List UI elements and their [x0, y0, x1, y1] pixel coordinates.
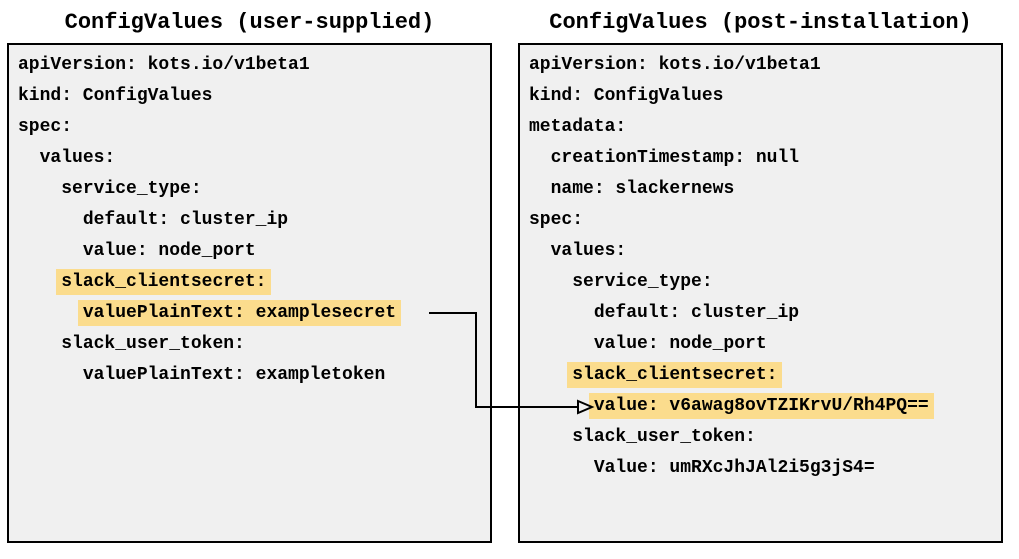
- yaml-indent: [529, 396, 594, 416]
- yaml-indent: [529, 241, 551, 261]
- yaml-line: valuePlainText: examplesecret: [18, 298, 481, 329]
- panel-title-post-installation: ConfigValues (post-installation): [549, 10, 972, 35]
- yaml-indent: [529, 334, 594, 354]
- yaml-line-text: default: cluster_ip: [82, 210, 289, 230]
- yaml-line: creationTimestamp: null: [529, 143, 992, 174]
- yaml-indent: [529, 272, 572, 292]
- yaml-line-text: value: node_port: [593, 334, 767, 354]
- yaml-line: value: node_port: [18, 236, 481, 267]
- yaml-line-text: Value: umRXcJhJAl2i5g3jS4=: [593, 458, 875, 478]
- panel-title-user-supplied: ConfigValues (user-supplied): [64, 10, 435, 35]
- yaml-line: value: v6awag8ovTZIKrvU/Rh4PQ==: [529, 391, 992, 422]
- yaml-indent: [529, 365, 572, 385]
- yaml-indent: [529, 303, 594, 323]
- yaml-line-text: creationTimestamp: null: [550, 148, 800, 168]
- yaml-line-text: apiVersion: kots.io/v1beta1: [18, 55, 310, 75]
- yaml-line: Value: umRXcJhJAl2i5g3jS4=: [529, 453, 992, 484]
- yaml-line-text: service_type:: [61, 179, 202, 199]
- yaml-line: spec:: [18, 112, 481, 143]
- yaml-line-text: kind: ConfigValues: [529, 86, 724, 106]
- yaml-indent: [529, 148, 551, 168]
- yaml-lines-user-supplied: apiVersion: kots.io/v1beta1 kind: ConfigV…: [18, 50, 481, 391]
- yaml-line: service_type:: [529, 267, 992, 298]
- yaml-line-text: slack_user_token:: [572, 427, 756, 447]
- yaml-line: name: slackernews: [529, 174, 992, 205]
- yaml-line: apiVersion: kots.io/v1beta1: [529, 50, 992, 81]
- yaml-line: slack_user_token:: [529, 422, 992, 453]
- yaml-line: slack_user_token:: [18, 329, 481, 360]
- yaml-line-text: metadata:: [529, 117, 627, 137]
- yaml-line-text: spec:: [529, 210, 584, 230]
- yaml-line-text: values:: [39, 148, 116, 168]
- yaml-line-text-highlighted: value: v6awag8ovTZIKrvU/Rh4PQ==: [588, 393, 934, 419]
- yaml-line: apiVersion: kots.io/v1beta1: [18, 50, 481, 81]
- panel-post-installation: ConfigValues (post-installation) apiVers…: [518, 8, 1003, 543]
- yaml-line-text: name: slackernews: [550, 179, 735, 199]
- yaml-line: slack_clientsecret:: [529, 360, 992, 391]
- yaml-line: kind: ConfigValues: [529, 81, 992, 112]
- yaml-indent: [18, 148, 40, 168]
- yaml-line: slack_clientsecret:: [18, 267, 481, 298]
- yaml-line-text-highlighted: slack_clientsecret:: [56, 269, 272, 295]
- yaml-indent: [18, 210, 83, 230]
- yaml-line-text-highlighted: slack_clientsecret:: [567, 362, 783, 388]
- yaml-line: values:: [529, 236, 992, 267]
- yaml-line-text: spec:: [18, 117, 73, 137]
- yaml-line-text: slack_user_token:: [61, 334, 245, 354]
- yaml-indent: [18, 334, 61, 354]
- yaml-indent: [18, 241, 83, 261]
- yaml-line: default: cluster_ip: [18, 205, 481, 236]
- yaml-indent: [529, 458, 594, 478]
- yaml-line-text: values:: [550, 241, 627, 261]
- yaml-box-user-supplied: apiVersion: kots.io/v1beta1 kind: ConfigV…: [7, 43, 492, 543]
- yaml-line: values:: [18, 143, 481, 174]
- panel-user-supplied: ConfigValues (user-supplied) apiVersion:…: [7, 8, 492, 543]
- yaml-indent: [18, 365, 83, 385]
- yaml-line-text: apiVersion: kots.io/v1beta1: [529, 55, 821, 75]
- yaml-line: service_type:: [18, 174, 481, 205]
- yaml-line-text: kind: ConfigValues: [18, 86, 213, 106]
- yaml-line-text: valuePlainText: exampletoken: [82, 365, 386, 385]
- yaml-box-post-installation: apiVersion: kots.io/v1beta1 kind: ConfigV…: [518, 43, 1003, 543]
- yaml-indent: [18, 272, 61, 292]
- yaml-line: value: node_port: [529, 329, 992, 360]
- yaml-line: kind: ConfigValues: [18, 81, 481, 112]
- yaml-line: valuePlainText: exampletoken: [18, 360, 481, 391]
- yaml-line-text-highlighted: valuePlainText: examplesecret: [77, 300, 402, 326]
- yaml-line-text: value: node_port: [82, 241, 256, 261]
- yaml-line-text: default: cluster_ip: [593, 303, 800, 323]
- yaml-lines-post-installation: apiVersion: kots.io/v1beta1 kind: ConfigV…: [529, 50, 992, 484]
- yaml-line: metadata:: [529, 112, 992, 143]
- yaml-indent: [18, 179, 61, 199]
- yaml-indent: [18, 303, 83, 323]
- yaml-indent: [529, 179, 551, 199]
- yaml-indent: [529, 427, 572, 447]
- yaml-line: default: cluster_ip: [529, 298, 992, 329]
- yaml-line: spec:: [529, 205, 992, 236]
- yaml-line-text: service_type:: [572, 272, 713, 292]
